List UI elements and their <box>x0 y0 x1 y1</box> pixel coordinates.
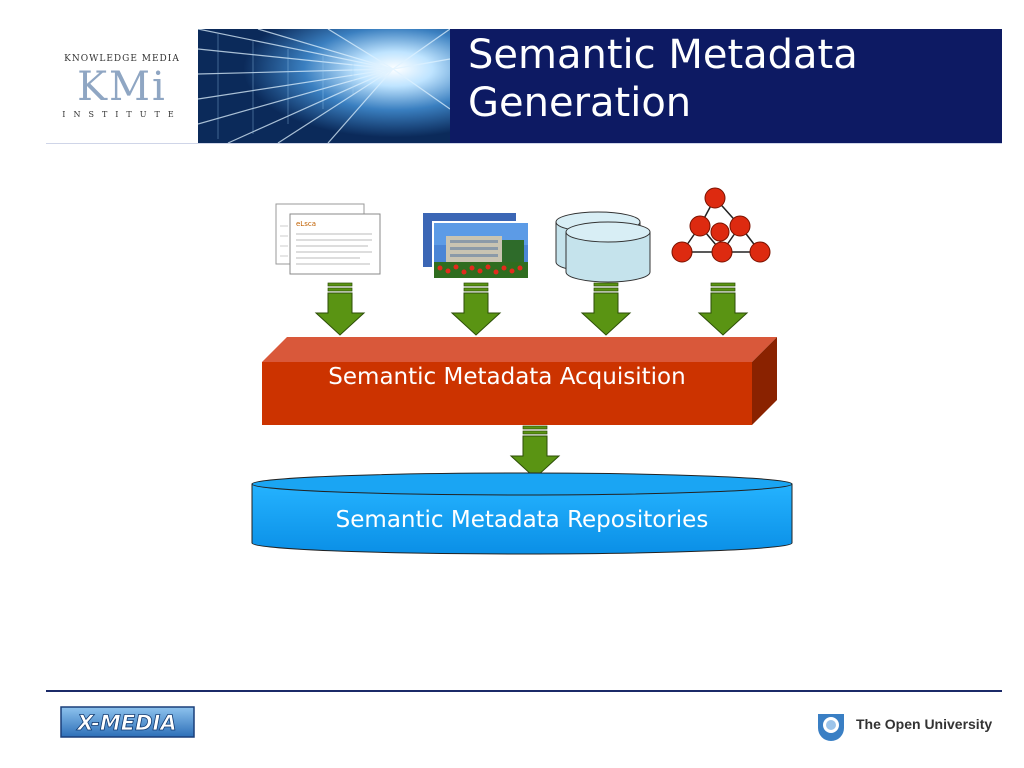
arrow-ontologies-to-acquisition <box>699 283 747 335</box>
photo-icon <box>422 212 529 279</box>
ontology-graph-icon <box>672 188 770 262</box>
open-university-logo-text: The Open University <box>856 716 992 732</box>
acquisition-label: Semantic Metadata Acquisition <box>262 362 752 392</box>
repository-label: Semantic Metadata Repositories <box>252 505 792 535</box>
svg-text:eLsca: eLsca <box>296 220 316 228</box>
arrow-documents-to-acquisition <box>316 283 364 335</box>
document-icon: eLsca <box>276 204 380 274</box>
x-media-logo-text: X-MEDIA <box>75 711 176 735</box>
footer-divider <box>46 690 1002 692</box>
open-university-logo: The Open University <box>812 708 1012 748</box>
arrow-images-to-acquisition <box>452 283 500 335</box>
arrow-acquisition-to-repository <box>511 426 559 478</box>
arrow-databases-to-acquisition <box>582 283 630 335</box>
database-icon <box>556 212 650 282</box>
x-media-logo: X-MEDIA <box>60 706 195 738</box>
open-university-mark-icon <box>814 710 848 744</box>
